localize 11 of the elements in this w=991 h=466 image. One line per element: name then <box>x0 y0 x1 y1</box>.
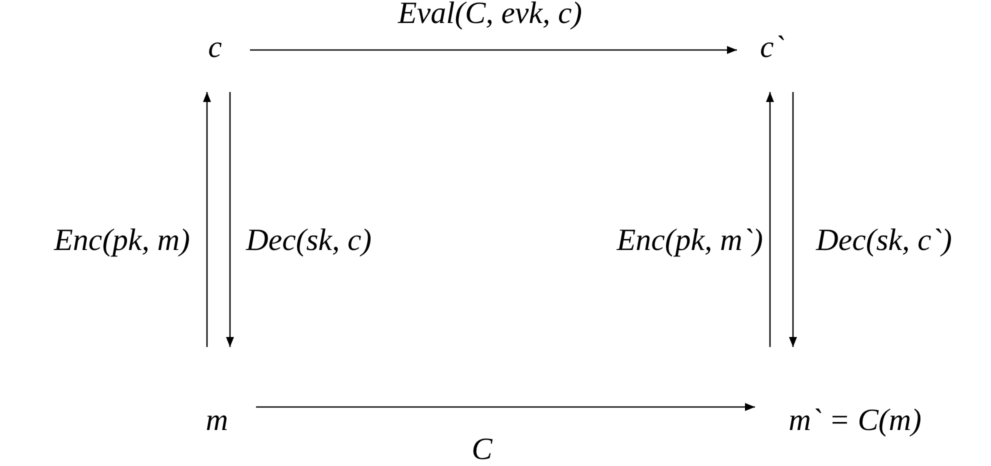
math-symbol: m <box>206 402 228 437</box>
math-symbol: c` <box>760 30 784 64</box>
math-symbol: m` = C(m) <box>788 402 922 437</box>
arrow <box>250 46 737 54</box>
arrow <box>203 92 211 347</box>
edge-label: Eval(C, evk, c) <box>396 0 584 30</box>
arrow <box>226 92 234 347</box>
arrow <box>789 92 797 347</box>
math-symbol: c <box>208 30 222 64</box>
arrow <box>256 403 755 411</box>
arrow <box>766 92 774 347</box>
